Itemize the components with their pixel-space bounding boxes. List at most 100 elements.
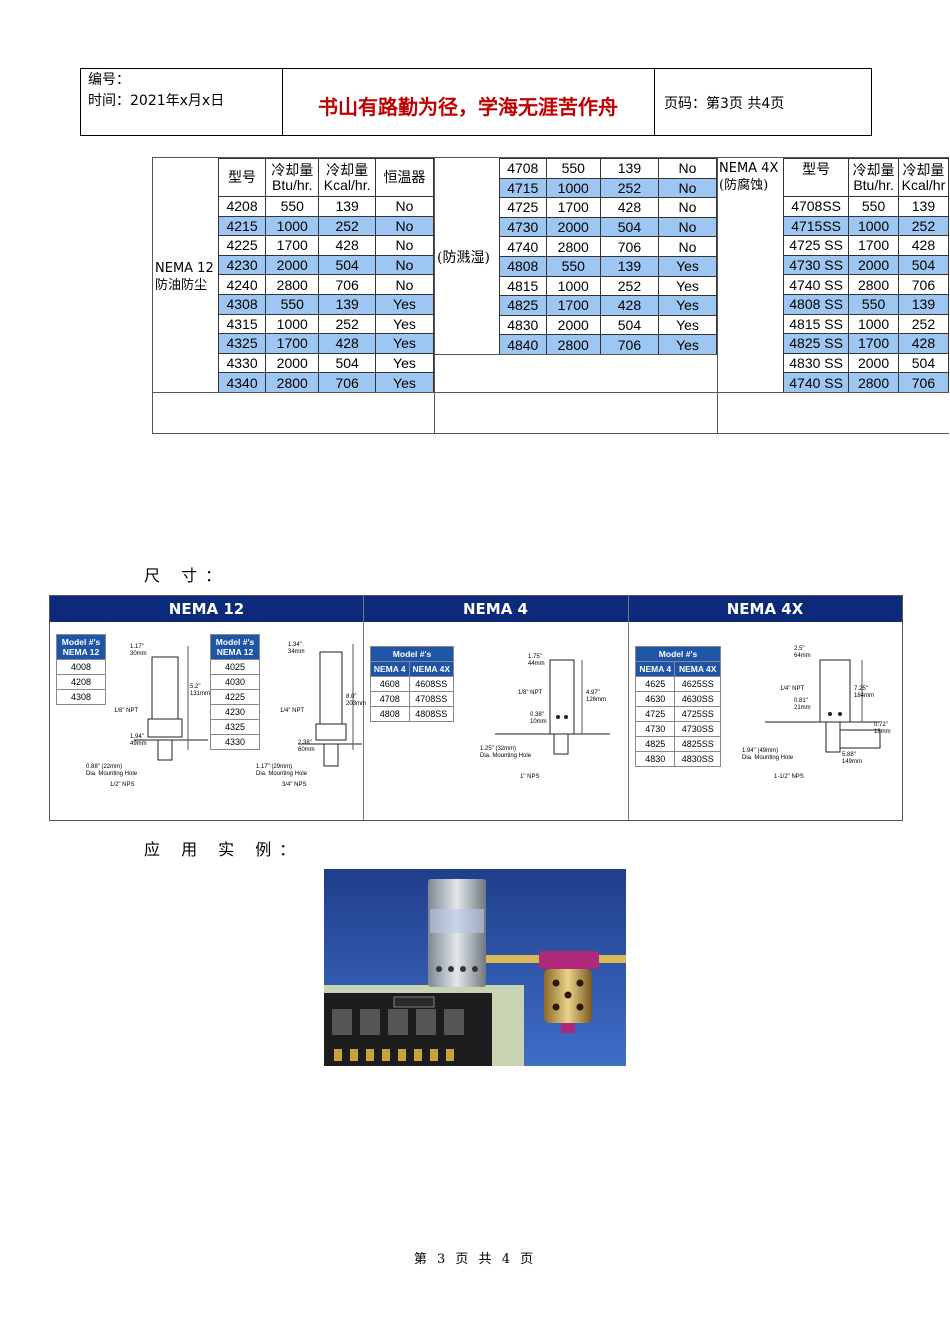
cell-btu: 550 — [545, 255, 601, 277]
col-model-4x: 型号 — [782, 158, 850, 197]
ann-a5: 0.88" (22mm) Dia. Mounting Hole — [86, 764, 138, 777]
cell-model: 4708SS — [782, 196, 850, 217]
cell-thermostat: Yes — [374, 372, 435, 393]
cell-btu: 1700 — [848, 333, 899, 354]
nema12-small-base — [147, 718, 183, 738]
cell-btu: 550 — [848, 293, 899, 315]
cell-kcal: 706 — [897, 274, 950, 295]
header-meta: 编号： 时间：2021年x月x日 — [88, 70, 224, 112]
cell-thermostat: Yes — [657, 255, 718, 277]
cell-kcal: 706 — [599, 236, 659, 257]
cell-btu: 2000 — [265, 352, 320, 374]
cell-btu: 550 — [545, 158, 601, 179]
cell-kcal: 706 — [897, 372, 950, 393]
cell-thermostat: Yes — [657, 275, 718, 297]
cell-btu: 2000 — [265, 254, 320, 276]
cell-btu: 1700 — [265, 235, 320, 256]
cell-btu: 550 — [848, 196, 899, 217]
ann-d7: 5.88" 149mm — [842, 752, 863, 765]
col-thermostat: 恒温器 — [374, 158, 435, 197]
ann-a4: 1.94" 49mm — [130, 734, 147, 747]
cell-model: 4815 SS — [782, 313, 850, 335]
col-btu: 冷却量 Btu/hr. — [265, 158, 320, 197]
dim-header-nema4: NEMA 4 — [363, 596, 628, 622]
cell-kcal: 139 — [897, 293, 950, 315]
cell-btu: 1000 — [848, 215, 899, 237]
nema4x-label-line1: NEMA 4X — [719, 161, 779, 176]
nema4-nozzle — [553, 733, 569, 755]
ann-d4: 0.81" 21mm — [794, 698, 811, 711]
cell-kcal: 428 — [318, 235, 376, 256]
ann-d8: 1-1/2" NPS — [774, 774, 804, 780]
ann-c1: 1.75" 44mm — [528, 654, 545, 667]
ann-b1: 1.34" 34mm — [288, 642, 305, 655]
header-page-number: 页码：第3页 共4页 — [664, 96, 785, 112]
model-number: 4025 — [210, 659, 260, 675]
cell-thermostat: No — [657, 236, 718, 257]
nema12-label-line1: NEMA 12 — [155, 261, 214, 276]
nema4x-label-line2: (防腐蚀) — [719, 178, 769, 193]
cell-kcal: 504 — [318, 352, 376, 374]
cell-btu: 2800 — [265, 372, 320, 393]
cell-model: 4240 — [217, 274, 267, 295]
cell-model: 4230 — [217, 254, 267, 276]
dim-header-nema4x: NEMA 4X — [628, 596, 902, 622]
ann-a1: 1.17" 30mm — [130, 644, 147, 657]
model-row: 4025 — [210, 659, 260, 675]
cell-thermostat: No — [657, 197, 718, 218]
cell-btu: 2000 — [848, 352, 899, 374]
nema4x-body — [819, 659, 851, 723]
cell-kcal: 504 — [897, 352, 950, 374]
cell-kcal: 139 — [318, 293, 376, 315]
cell-thermostat: No — [374, 215, 435, 237]
dim-header-nema12: NEMA 12 — [50, 596, 363, 622]
cell-btu: 550 — [265, 196, 320, 217]
cell-model: 4330 — [217, 352, 267, 374]
cell-btu: 2800 — [848, 372, 899, 393]
nema12-label-line2: 防油防尘 — [155, 278, 208, 293]
filter-drain — [561, 1023, 575, 1033]
nema12-header-row: 型号 冷却量 Btu/hr. 冷却量 Kcal/hr. 恒温器 — [217, 158, 435, 197]
header-divider-1 — [282, 68, 283, 135]
dimension-panel: NEMA 12 NEMA 4 NEMA 4X Model #'s NEMA 12… — [49, 595, 903, 821]
cell-kcal: 139 — [318, 196, 376, 217]
header-border-right — [871, 68, 872, 135]
cell-thermostat: No — [374, 235, 435, 256]
col-btu-text: 冷却量 Btu/hr. — [271, 161, 314, 193]
ann-d6: 1.94" (49mm) Dia. Mounting Hole — [742, 748, 794, 761]
ann-b6: 3/4" NPS — [282, 782, 307, 788]
cell-thermostat: No — [374, 254, 435, 276]
application-illustration — [324, 869, 626, 1066]
ann-d2: 7.25" 184mm — [854, 686, 875, 699]
spec-separator-2 — [717, 158, 718, 433]
col-btu-4x: 冷却量 Btu/hr. — [848, 158, 899, 197]
cell-btu: 1700 — [545, 295, 601, 316]
cell-model: 4740 SS — [782, 274, 850, 295]
cell-thermostat: Yes — [374, 333, 435, 354]
cell-model: 4708 — [499, 158, 547, 179]
cell-kcal: 504 — [599, 314, 659, 336]
model-table-col-header: NEMA 4 — [634, 661, 676, 677]
time-label: 时间：2021年x月x日 — [88, 93, 225, 109]
spec-tables: NEMA 12 防油防尘 型号 冷却量 Btu/hr. 冷却量 Kcal/hr.… — [152, 157, 950, 434]
cell-kcal: 252 — [897, 215, 950, 237]
cell-kcal: 252 — [318, 215, 376, 237]
